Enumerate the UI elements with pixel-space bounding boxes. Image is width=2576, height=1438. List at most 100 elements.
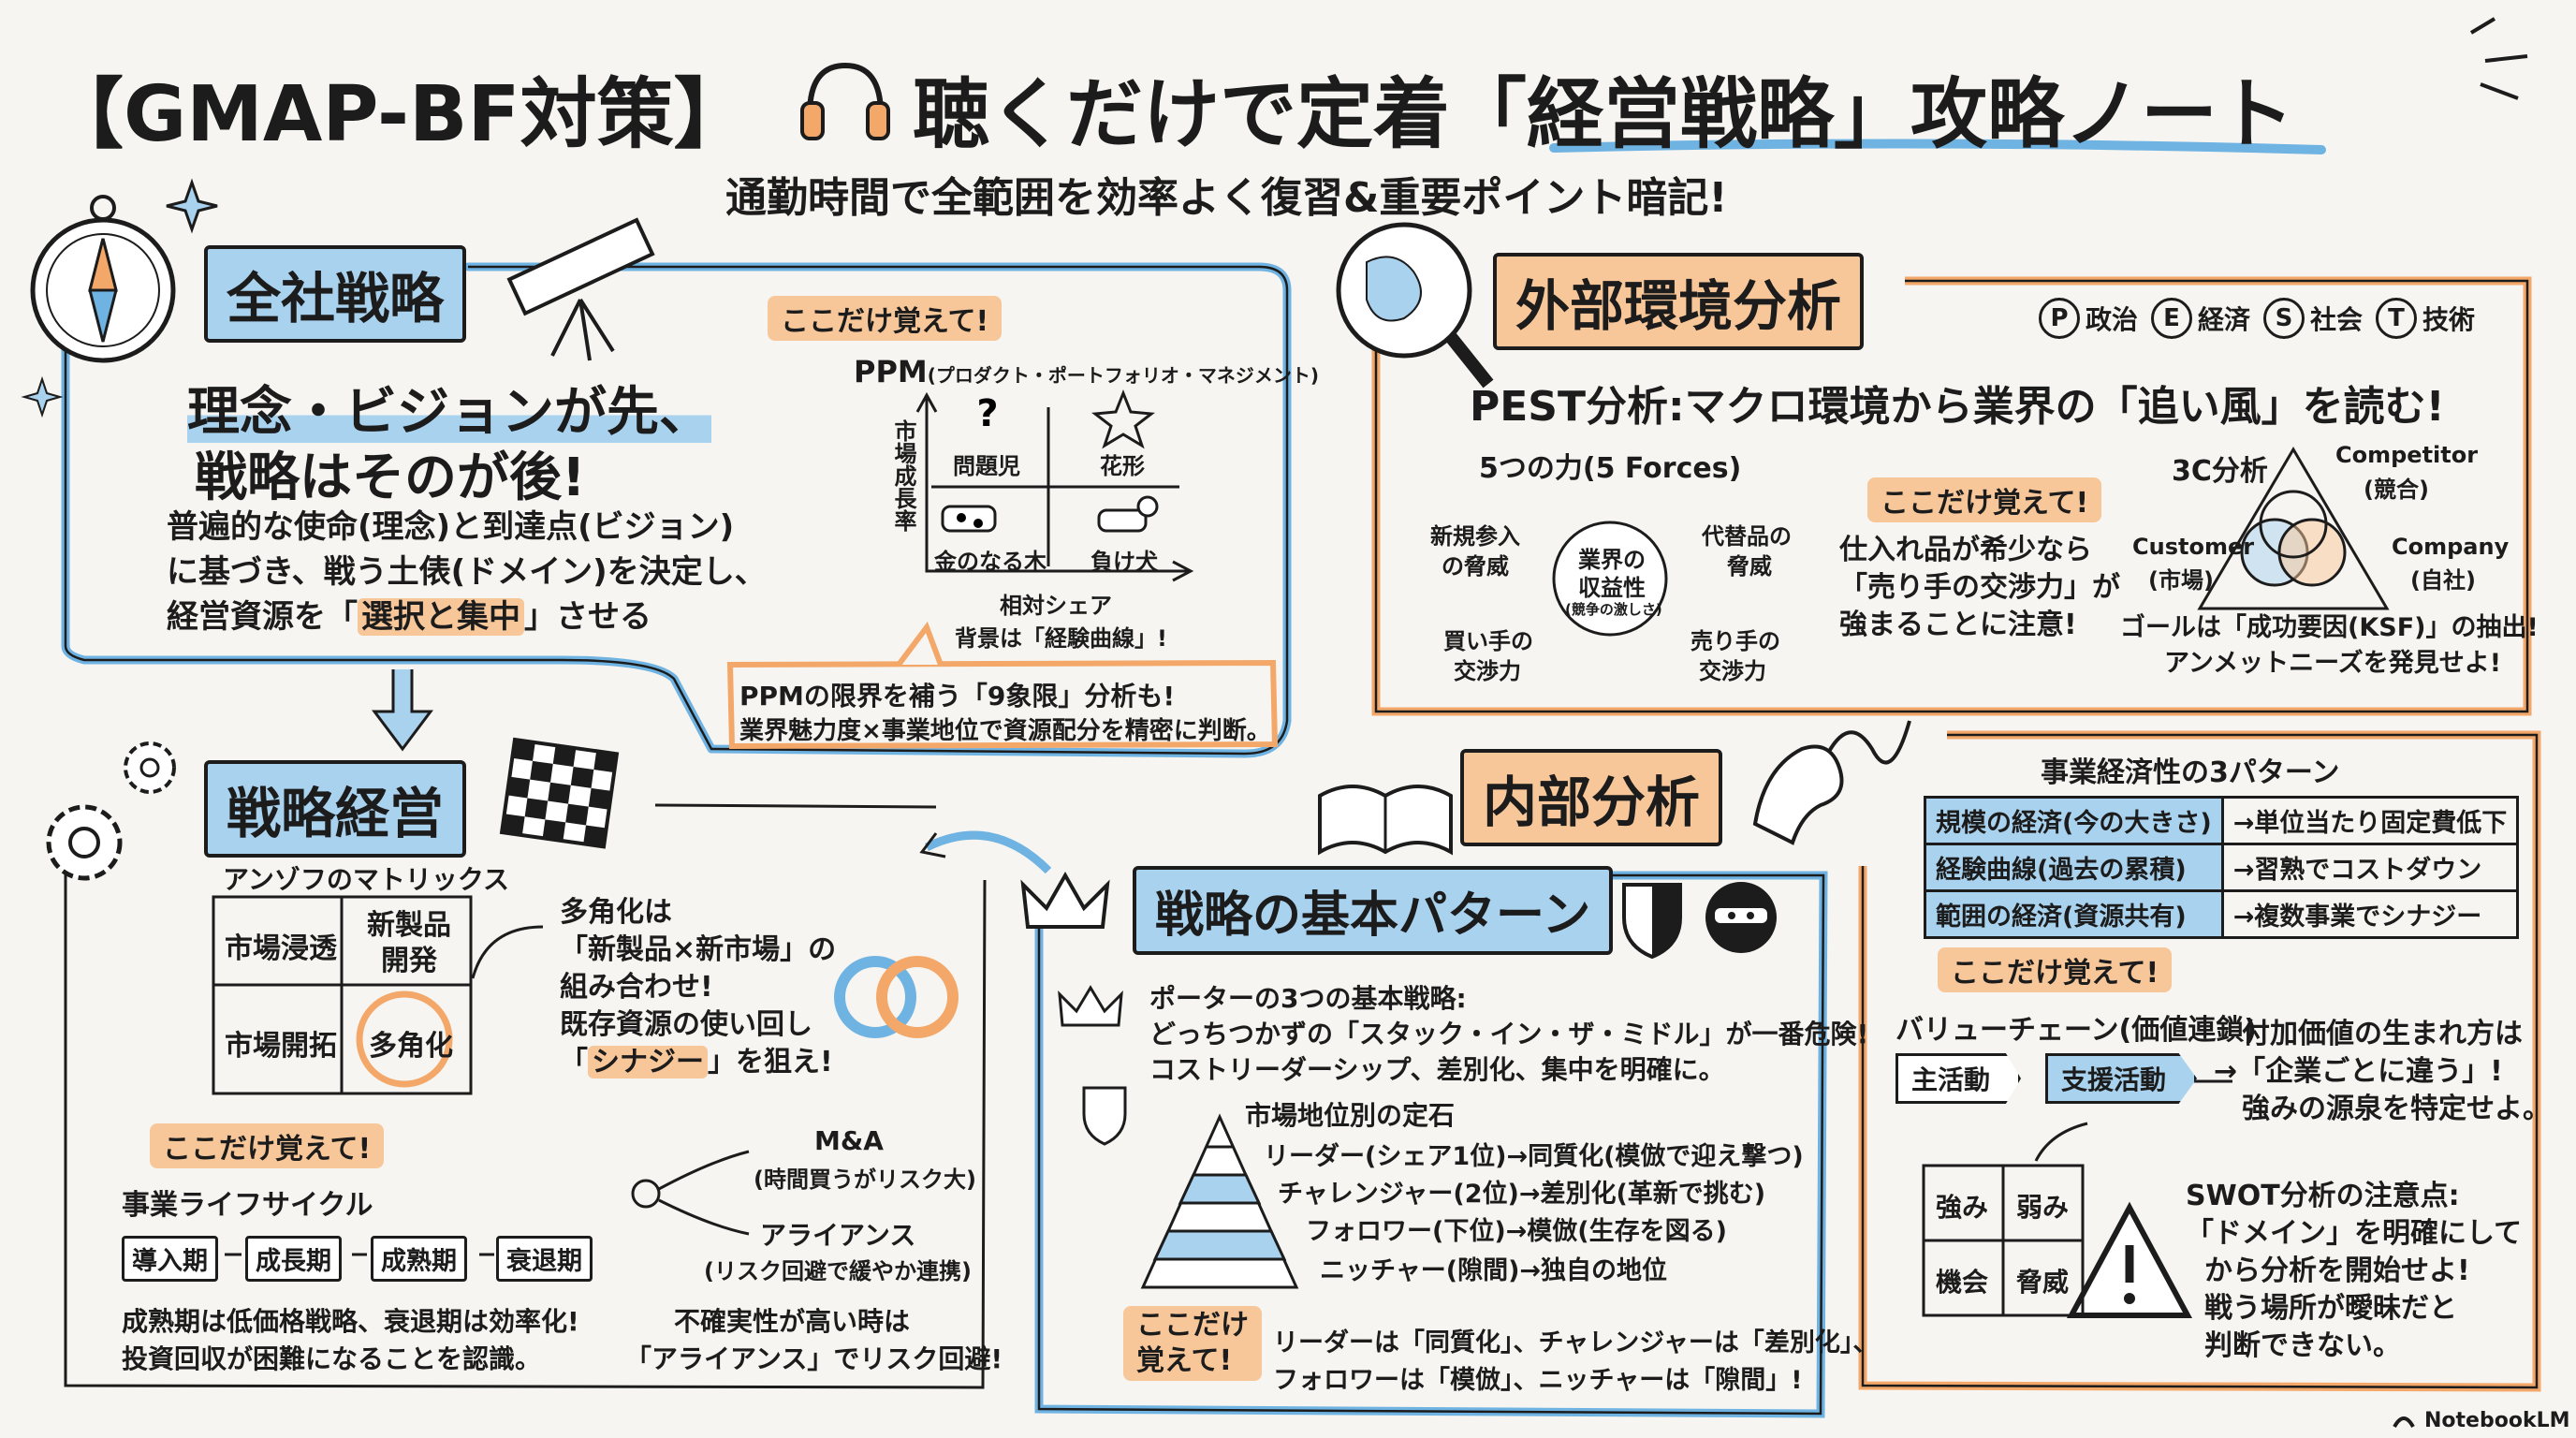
vc-note-2: →「企業ごとに違う」! [2214, 1055, 2503, 1088]
swot-note-2: 「ドメイン」を明確にして [2186, 1217, 2523, 1250]
ansoff-cell-2: 新製品開発 [367, 909, 451, 977]
section-title-senryaku-keiei: 戦略経営 [204, 760, 467, 858]
econ-cell-left: 経験曲線(過去の累積) [1924, 843, 2224, 892]
memo-tag-ppm: ここだけ覚えて! [768, 296, 1003, 341]
ansoff-cell-1: 市場浸透 [225, 932, 337, 965]
alliance-note-2: 「アライアンス」でリスク回避! [625, 1343, 1003, 1374]
five-center-2: 収益性 [1578, 575, 1646, 601]
zensha-body-2: に基づき、戦う土俵(ドメイン)を決定し、 [167, 553, 767, 591]
zensha-headline-1: 理念・ビジョンが先、 [187, 382, 711, 443]
c3-competitor: Competitor [2335, 442, 2479, 468]
lifecycle-stage-1: 導入期 [122, 1236, 218, 1282]
econ-cell-left: 規模の経済(今の大きさ) [1924, 796, 2224, 845]
pattern-memo-2: フォロワーは「模倣」、ニッチャーは「隙間」! [1273, 1366, 1803, 1395]
pest-t-letter: T [2376, 298, 2418, 339]
c3-customer-jp: (市場) [2148, 567, 2214, 594]
diversify-note-3: 組み合わせ! [560, 971, 713, 1004]
footer-brand: NotebookLM [2424, 1409, 2570, 1432]
ppm-q2: 花形 [1100, 453, 1145, 479]
porter-line-1: ポーターの3つの基本戦略: [1149, 983, 1467, 1014]
lifecycle-stage-4: 衰退期 [496, 1236, 593, 1282]
position-nicher: ニッチャー(隙間)→独自の地位 [1320, 1256, 1668, 1285]
cow-icon [941, 505, 997, 533]
diversify-note-1: 多角化は [560, 896, 672, 929]
ansoff-title: アンゾフのマトリックス [223, 864, 510, 895]
section-title-basic-pattern: 戦略の基本パターン [1133, 866, 1614, 955]
c3-company: Company [2392, 534, 2510, 560]
pest-t-label: 技術 [2422, 304, 2476, 335]
crown-icon-small [1058, 985, 1123, 1027]
econ-cell-right: →複数事業でシナジー [2220, 889, 2520, 939]
pest-p-label: 政治 [2086, 304, 2139, 335]
c3-company-jp: (自社) [2410, 567, 2476, 594]
vc-note-3: 強みの源泉を特定せよ。 [2242, 1093, 2551, 1125]
swot-s: 強み [1936, 1192, 1989, 1223]
vc-support: 支援活動 [2045, 1053, 2198, 1104]
gaibu-memo-1: 仕入れ品が希少なら [1839, 534, 2092, 566]
diversify-note-4: 既存資源の使い回し [560, 1008, 812, 1041]
position-leader: リーダー(シェア1位)→同質化(模倣で迎え撃つ) [1264, 1142, 1804, 1171]
pattern-memo-1: リーダーは「同質化」、チャレンジャーは「差別化」、 [1273, 1328, 1879, 1357]
chess-board-icon [499, 737, 620, 849]
memo-tag-gaibu: ここだけ覚えて! [1867, 477, 2102, 522]
page-subtitle: 通勤時間で全範囲を効率よく復習&重要ポイント暗記! [725, 174, 1728, 222]
ppm-note: 背景は「経験曲線」! [955, 625, 1167, 652]
gaibu-memo-3: 強まることに注意! [1839, 609, 2077, 641]
lifecycle-title: 事業ライフサイクル [122, 1189, 373, 1222]
lifecycle-note-1: 成熟期は低価格戦略、衰退期は効率化! [122, 1306, 579, 1337]
headphones-icon [800, 62, 890, 140]
notebooklm-logo [2393, 1416, 2415, 1429]
ppm-q4: 負け犬 [1090, 549, 1158, 575]
shield-icon [1622, 883, 1682, 960]
diversify-note-5: 「シナジー」を狙え! [560, 1046, 833, 1078]
econ-row: 経験曲線(過去の累積)→習熟でコストダウン [1924, 843, 2520, 892]
memo-tag-naibu: ここだけ覚えて! [1938, 947, 2173, 992]
ppm-q3: 金のなる木 [934, 549, 1046, 575]
porter-line-2: どっちつかずの「スタック・イン・ザ・ミドル」が一番危険! [1149, 1019, 1869, 1049]
swot-note-3: から分析を開始せよ! [2204, 1255, 2470, 1287]
diversify-note-2: 「新製品×新市場」の [560, 933, 837, 966]
force-substitute-2: 脅威 [1727, 553, 1772, 580]
ninja-icon [1705, 882, 1777, 953]
alliance-sub: (リスク回避で緩やか連携) [704, 1258, 972, 1284]
rings-icon [834, 956, 959, 1038]
c3-goal-1: ゴールは「成功要因(KSF)」の抽出! [2120, 613, 2539, 642]
section-title-naibu: 内部分析 [1460, 749, 1723, 846]
econ-cell-right: →単位当たり固定費低下 [2220, 796, 2520, 845]
position-follower: フォロワー(下位)→模倣(生存を図る) [1306, 1217, 1727, 1246]
pest-s-label: 社会 [2310, 304, 2364, 335]
c3-title: 3C分析 [2172, 455, 2268, 488]
porter-line-3: コストリーダーシップ、差別化、集中を明確に。 [1149, 1054, 1725, 1085]
gaibu-memo-2: 「売り手の交渉力」が [1839, 571, 2120, 604]
highlight-circle [356, 990, 453, 1088]
vc-main: 主活動 [1895, 1053, 2022, 1104]
zensha-headline-2: 戦略はそのが後! [195, 448, 586, 508]
position-challenger: チャレンジャー(2位)→差別化(革新で挑む) [1278, 1180, 1766, 1209]
pest-line: PEST分析:マクロ環境から業界の「追い風」を読む! [1470, 383, 2445, 431]
econ-title: 事業経済性の3パターン [2041, 756, 2340, 789]
compass-icon [30, 195, 176, 363]
zensha-body-1: 普遍的な使命(理念)と到達点(ビジョン) [167, 508, 735, 546]
ppm-callout-1: PPMの限界を補う「9象限」分析も! [739, 681, 1176, 712]
five-forces-title: 5つの力(5 Forces) [1479, 452, 1742, 485]
econ-table: 規模の経済(今の大きさ)→単位当たり固定費低下 経験曲線(過去の累積)→習熟でコ… [1924, 796, 2520, 939]
ppm-callout-2: 業界魅力度×事業地位で資源配分を精密に判断。 [739, 717, 1271, 745]
page-title-left: 【GMAP-BF対策】 [47, 70, 751, 159]
pest-e-label: 経済 [2198, 304, 2251, 335]
swot-w: 弱み [2016, 1192, 2070, 1223]
shield-icon-small [1082, 1086, 1127, 1146]
econ-row: 規模の経済(今の大きさ)→単位当たり固定費低下 [1924, 796, 2520, 845]
vc-note-1: 付加価値の生まれ方は [2242, 1018, 2523, 1050]
econ-cell-left: 範囲の経済(資源共有) [1924, 889, 2224, 939]
swot-note-4: 戦う場所が曖昧だと [2204, 1292, 2457, 1325]
c3-customer: Customer [2132, 534, 2255, 560]
down-arrow [372, 669, 433, 752]
c3-goal-2: アンメットニーズを発見せよ! [2164, 649, 2502, 678]
senryaku-frame [64, 803, 987, 1389]
gear-icon [46, 804, 123, 881]
force-buyer-2: 交渉力 [1454, 658, 1521, 684]
section-title-gaibu: 外部環境分析 [1493, 253, 1865, 350]
page-title-right: 聴くだけで定着「経営戦略」攻略ノート [913, 70, 2295, 159]
econ-cell-right: →習熟でコストダウン [2220, 843, 2520, 892]
